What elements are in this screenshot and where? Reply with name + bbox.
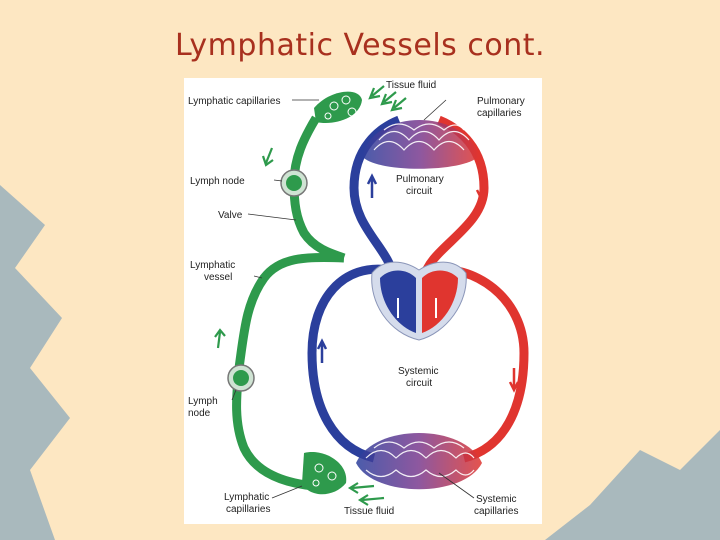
label-pulmonary-capillaries-line1: Pulmonary bbox=[477, 96, 525, 107]
label-leader-lines bbox=[231, 99, 475, 499]
systemic-circuit bbox=[307, 264, 529, 490]
circulation-diagram: Tissue fluid Lymphatic capillaries Pulmo… bbox=[184, 78, 542, 524]
label-tissue-fluid-top: Tissue fluid bbox=[386, 80, 436, 91]
slide-title: Lymphatic Vessels cont. bbox=[174, 28, 546, 63]
label-systemic-capillaries-line2: capillaries bbox=[474, 506, 518, 517]
label-lymphatic-vessel-line1: Lymphatic bbox=[190, 260, 235, 271]
heart bbox=[371, 261, 467, 341]
label-lymphatic-capillaries-bottom-line2: capillaries bbox=[226, 504, 270, 515]
label-valve: Valve bbox=[218, 210, 243, 221]
label-systemic-circuit-line2: circuit bbox=[406, 378, 432, 389]
label-lymph-node-top: Lymph node bbox=[190, 176, 245, 187]
label-lymphatic-capillaries-bottom-line1: Lymphatic bbox=[224, 492, 269, 503]
label-lymphatic-vessel-line2: vessel bbox=[204, 272, 232, 283]
label-pulmonary-capillaries-line2: capillaries bbox=[477, 108, 521, 119]
label-tissue-fluid-bottom: Tissue fluid bbox=[344, 506, 394, 517]
label-lymph-node-bottom-line1: Lymph bbox=[188, 396, 218, 407]
label-lymph-node-bottom-line2: node bbox=[188, 408, 211, 419]
label-lymphatic-capillaries-top: Lymphatic capillaries bbox=[188, 96, 280, 107]
lymphatic-system bbox=[214, 85, 407, 506]
label-systemic-circuit-line1: Systemic bbox=[398, 366, 439, 377]
label-systemic-capillaries-line1: Systemic bbox=[476, 494, 517, 505]
label-pulmonary-circuit-line2: circuit bbox=[406, 186, 432, 197]
diagram-labels: Tissue fluid Lymphatic capillaries Pulmo… bbox=[188, 80, 525, 517]
label-pulmonary-circuit-line1: Pulmonary bbox=[396, 174, 444, 185]
blood-flow-arrows bbox=[316, 173, 520, 393]
pulmonary-circuit bbox=[349, 115, 489, 280]
